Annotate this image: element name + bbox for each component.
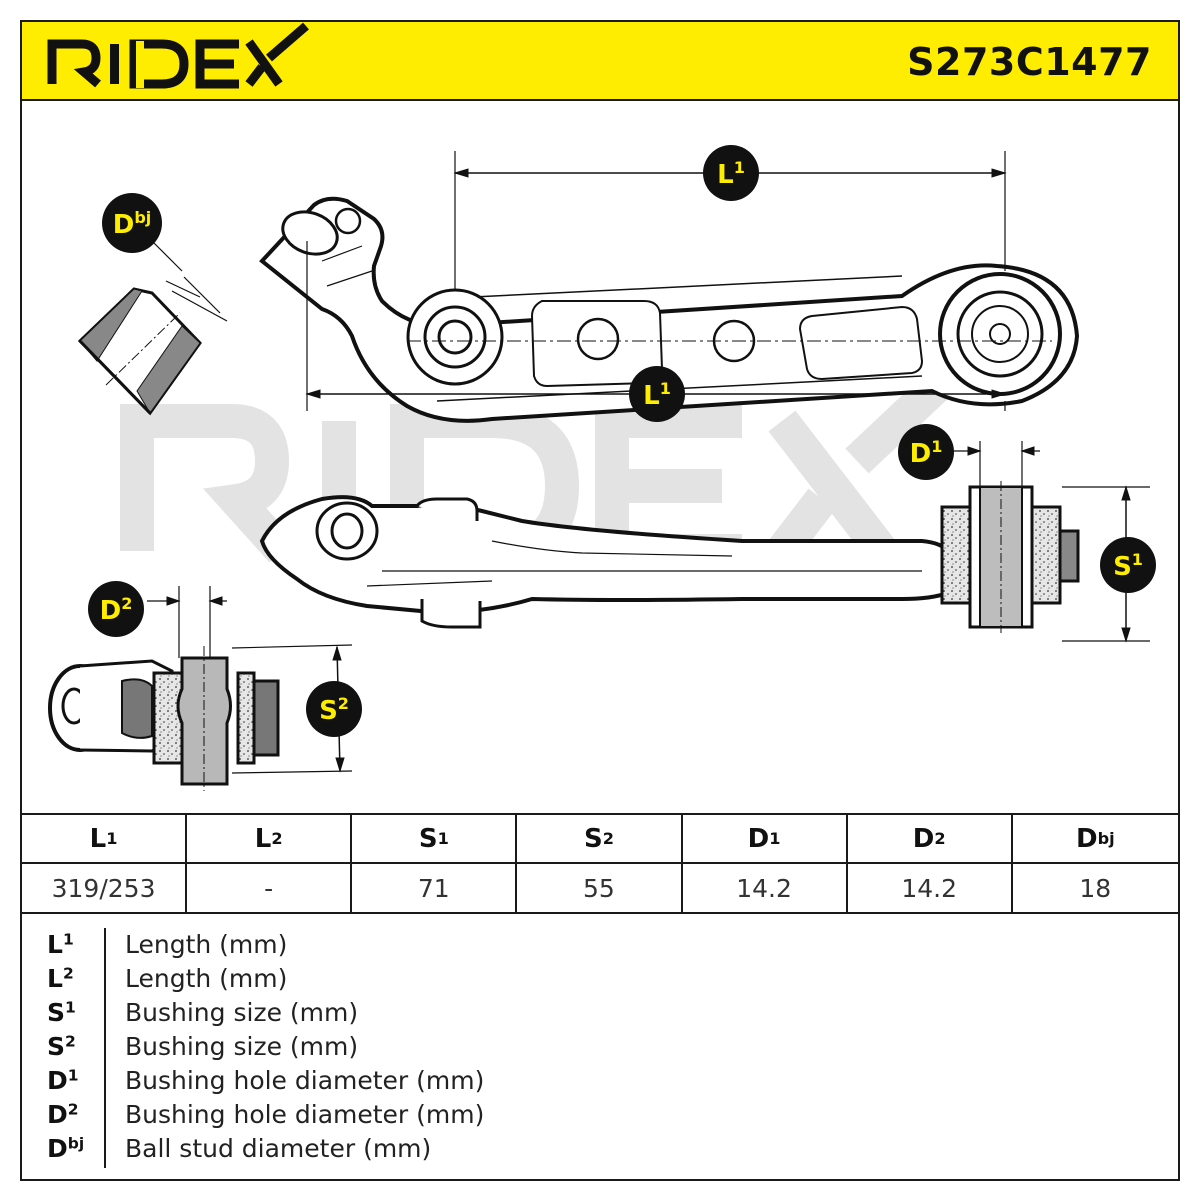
- technical-drawing: Dbj L1 L1 D1 S1 D2: [22, 101, 1178, 813]
- ball-stud-detail: [77, 240, 228, 416]
- dimension-d1: [952, 441, 1040, 487]
- bushing-s2-detail: [48, 646, 280, 791]
- svg-text:Dbj: Dbj: [113, 208, 152, 240]
- value-cell-s1: 71: [352, 864, 518, 912]
- legend-symbol: D2: [47, 1100, 79, 1129]
- legend-description: Bushing size (mm): [125, 998, 359, 1027]
- ridex-logo: [47, 22, 309, 89]
- legend-description: Length (mm): [125, 964, 288, 993]
- legend-item-s1: S1 Bushing size (mm): [22, 998, 1178, 1032]
- header-bar: S273C1477: [22, 22, 1178, 101]
- value-cell-dbj: 18: [1079, 873, 1112, 903]
- value-cell-l1: 319/253: [22, 864, 188, 912]
- legend-description: Ball stud diameter (mm): [125, 1134, 432, 1163]
- legend-item-l1: L1 Length (mm): [22, 930, 1178, 964]
- legend-symbol: L1: [47, 930, 74, 959]
- label-badge-d1: D1: [898, 424, 954, 480]
- legend-symbol: Dbj: [47, 1134, 85, 1163]
- spec-table-value-row: 319/253 - 71 55 14.2 14.2 18: [22, 864, 1178, 912]
- legend-divider: [104, 928, 106, 1168]
- legend-symbol: L2: [47, 964, 74, 993]
- label-badge-l1-top: L1: [703, 145, 759, 201]
- drawing-canvas: Dbj L1 L1 D1 S1 D2: [48, 145, 1156, 791]
- legend-description: Bushing size (mm): [125, 1032, 359, 1061]
- legend-item-l2: L2 Length (mm): [22, 964, 1178, 998]
- label-badge-s2: S2: [306, 681, 362, 737]
- svg-text:D2: D2: [100, 594, 133, 626]
- label-badge-l1-bottom: L1: [629, 366, 685, 422]
- svg-text:L1: L1: [643, 379, 671, 411]
- svg-text:D1: D1: [910, 437, 943, 469]
- legend-item-s2: S2 Bushing size (mm): [22, 1032, 1178, 1066]
- value-cell-l2: -: [187, 864, 353, 912]
- svg-text:L1: L1: [717, 158, 745, 190]
- bushing-s1-section: [940, 481, 1080, 633]
- label-badge-s1: S1: [1100, 537, 1156, 593]
- legend: L1 Length (mm) L2 Length (mm) S1 Bushing…: [22, 914, 1178, 1179]
- label-badge-d2: D2: [88, 581, 144, 637]
- legend-symbol: S2: [47, 1032, 76, 1061]
- value-cell-s2: 55: [517, 864, 683, 912]
- legend-description: Length (mm): [125, 930, 288, 959]
- legend-item-dbj: Dbj Ball stud diameter (mm): [22, 1134, 1178, 1168]
- dimension-d2: [147, 586, 227, 658]
- value-cell-d1: 14.2: [683, 864, 848, 912]
- legend-item-d1: D1 Bushing hole diameter (mm): [22, 1066, 1178, 1100]
- svg-text:S2: S2: [319, 694, 349, 726]
- legend-description: Bushing hole diameter (mm): [125, 1066, 485, 1095]
- label-badge-dbj: Dbj: [102, 193, 162, 253]
- value-cell-d2: 14.2: [848, 864, 1013, 912]
- part-number: S273C1477: [907, 40, 1152, 84]
- legend-item-d2: D2 Bushing hole diameter (mm): [22, 1100, 1178, 1134]
- legend-symbol: S1: [47, 998, 76, 1027]
- datasheet-frame: S273C1477: [20, 20, 1180, 1181]
- control-arm-top-view: [259, 196, 1080, 423]
- legend-description: Bushing hole diameter (mm): [125, 1100, 485, 1129]
- legend-symbol: D1: [47, 1066, 79, 1095]
- svg-text:S1: S1: [1113, 550, 1143, 582]
